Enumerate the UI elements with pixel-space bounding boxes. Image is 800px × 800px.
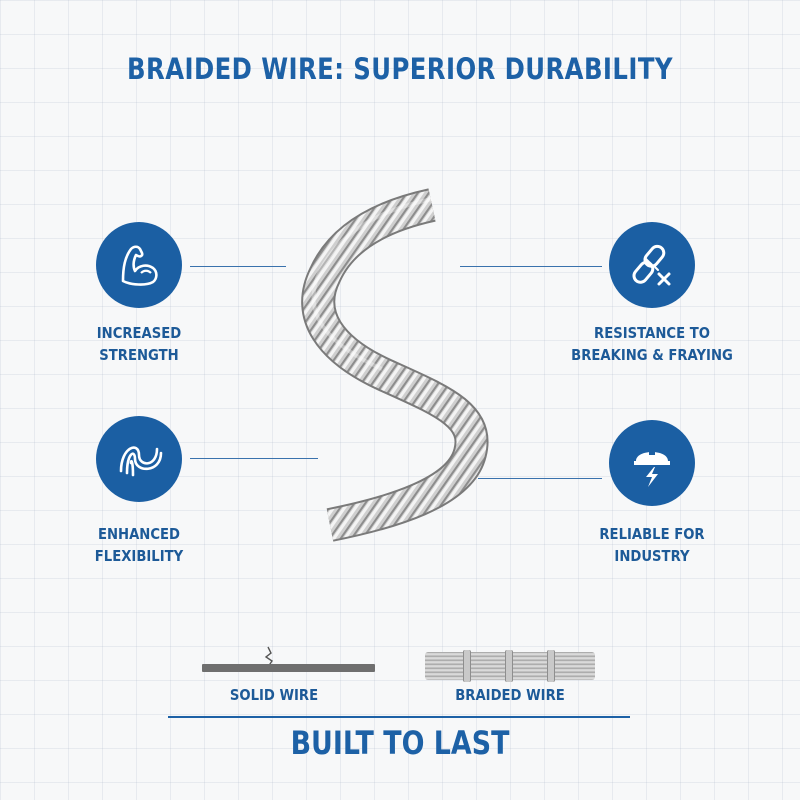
solid-wire-label: SOLID WIRE xyxy=(229,686,319,704)
strength-connector xyxy=(190,266,286,267)
flexibility-connector xyxy=(190,458,318,459)
braid-band-1 xyxy=(463,650,471,682)
strength-label: INCREASED STRENGTH xyxy=(51,322,227,366)
resistance-label: RESISTANCE TO BREAKING & FRAYING xyxy=(564,322,740,366)
flexibility-label-line1: ENHANCED xyxy=(97,525,181,543)
page-title: BRAIDED WIRE: SUPERIOR DURABILITY xyxy=(127,52,673,86)
industry-label: RELIABLE FOR INDUSTRY xyxy=(564,523,740,567)
resistance-label-line1: RESISTANCE TO xyxy=(594,324,710,342)
industry-label-line1: RELIABLE FOR xyxy=(599,525,705,543)
braided-wire-label: BRAIDED WIRE xyxy=(455,686,565,704)
flexibility-badge xyxy=(96,416,182,502)
solid-wire-sample xyxy=(202,664,375,672)
resistance-badge xyxy=(609,222,695,308)
footer-divider xyxy=(168,716,630,718)
industry-connector xyxy=(478,478,602,479)
resistance-label-line2: BREAKING & FRAYING xyxy=(571,346,733,364)
industry-label-line2: INDUSTRY xyxy=(614,547,690,565)
braid-band-3 xyxy=(547,650,555,682)
resistance-connector xyxy=(460,266,602,267)
hard-hat-lightning-icon xyxy=(634,447,670,487)
flexibility-label: ENHANCED FLEXIBILITY xyxy=(51,523,227,567)
industry-badge xyxy=(609,420,695,506)
braided-wire-illustration xyxy=(301,188,489,542)
footer-tagline: BUILT TO LAST xyxy=(290,724,510,762)
strength-label-line2: STRENGTH xyxy=(99,346,179,364)
flexibility-label-line2: FLEXIBILITY xyxy=(94,547,184,565)
strength-label-line1: INCREASED xyxy=(96,324,182,342)
wavy-loops-icon xyxy=(119,446,163,477)
strength-badge xyxy=(96,222,182,308)
braid-band-2 xyxy=(505,650,513,682)
flexed-arm-icon xyxy=(121,245,158,286)
broken-chain-icon xyxy=(632,244,671,286)
